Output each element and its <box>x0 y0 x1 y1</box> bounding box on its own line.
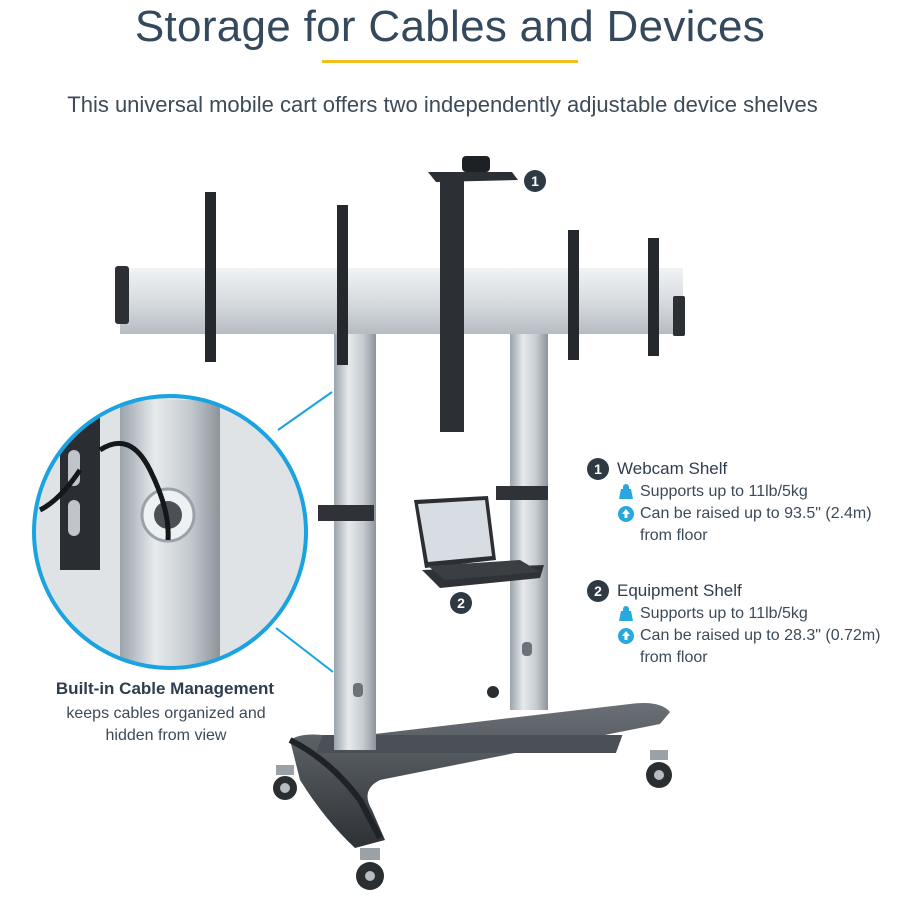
spec-raise: Can be raised up to 93.5" (2.4m) <box>618 503 887 525</box>
weight-icon <box>619 484 633 499</box>
weight-text: Supports up to 11lb/5kg <box>640 605 808 622</box>
spec-weight: Supports up to 11lb/5kg <box>618 481 887 503</box>
weight-icon <box>619 606 633 621</box>
spec-number-badge: 1 <box>587 458 609 480</box>
spec-title: Equipment Shelf <box>617 581 742 600</box>
arrow-up-circle-icon <box>618 628 634 644</box>
cable-management-description: keeps cables organized and hidden from v… <box>0 703 332 747</box>
cable-management-title: Built-in Cable Management <box>55 679 275 698</box>
cable-desc-line-1: keeps cables organized and <box>66 705 266 722</box>
lift-columns <box>318 310 548 750</box>
raise-text-continued: from floor <box>640 649 708 666</box>
raise-text: Can be raised up to 28.3" (0.72m) <box>640 627 881 644</box>
webcam-shelf-spec: 1 Webcam Shelf Supports up to 11lb/5kg C… <box>587 457 887 547</box>
callout-marker-1: 1 <box>524 170 546 192</box>
callout-marker-2: 2 <box>450 592 472 614</box>
cable-desc-line-2: hidden from view <box>105 727 227 744</box>
spec-heading: 2 Equipment Shelf <box>587 579 887 603</box>
cable-management-zoom <box>32 394 308 670</box>
cart-base <box>288 703 670 848</box>
spec-heading: 1 Webcam Shelf <box>587 457 887 481</box>
zoom-connector <box>275 391 334 673</box>
equipment-shelf <box>414 496 544 588</box>
page-title: Storage for Cables and Devices <box>134 2 766 51</box>
raise-text: Can be raised up to 93.5" (2.4m) <box>640 505 872 522</box>
equipment-shelf-spec: 2 Equipment Shelf Supports up to 11lb/5k… <box>587 579 887 669</box>
title-underline <box>322 60 578 63</box>
page-subtitle: This universal mobile cart offers two in… <box>67 92 818 117</box>
vesa-brackets <box>205 192 659 365</box>
raise-text-continued: from floor <box>640 527 708 544</box>
caster-wheels <box>273 686 672 890</box>
spec-title: Webcam Shelf <box>617 459 728 478</box>
webcam-shelf <box>428 156 518 432</box>
weight-text: Supports up to 11lb/5kg <box>640 483 808 500</box>
spec-raise: Can be raised up to 28.3" (0.72m) <box>618 625 887 647</box>
spec-number-badge: 2 <box>587 580 609 602</box>
arrow-up-circle-icon <box>618 506 634 522</box>
mounting-crossbar <box>115 266 685 336</box>
spec-weight: Supports up to 11lb/5kg <box>618 603 887 625</box>
